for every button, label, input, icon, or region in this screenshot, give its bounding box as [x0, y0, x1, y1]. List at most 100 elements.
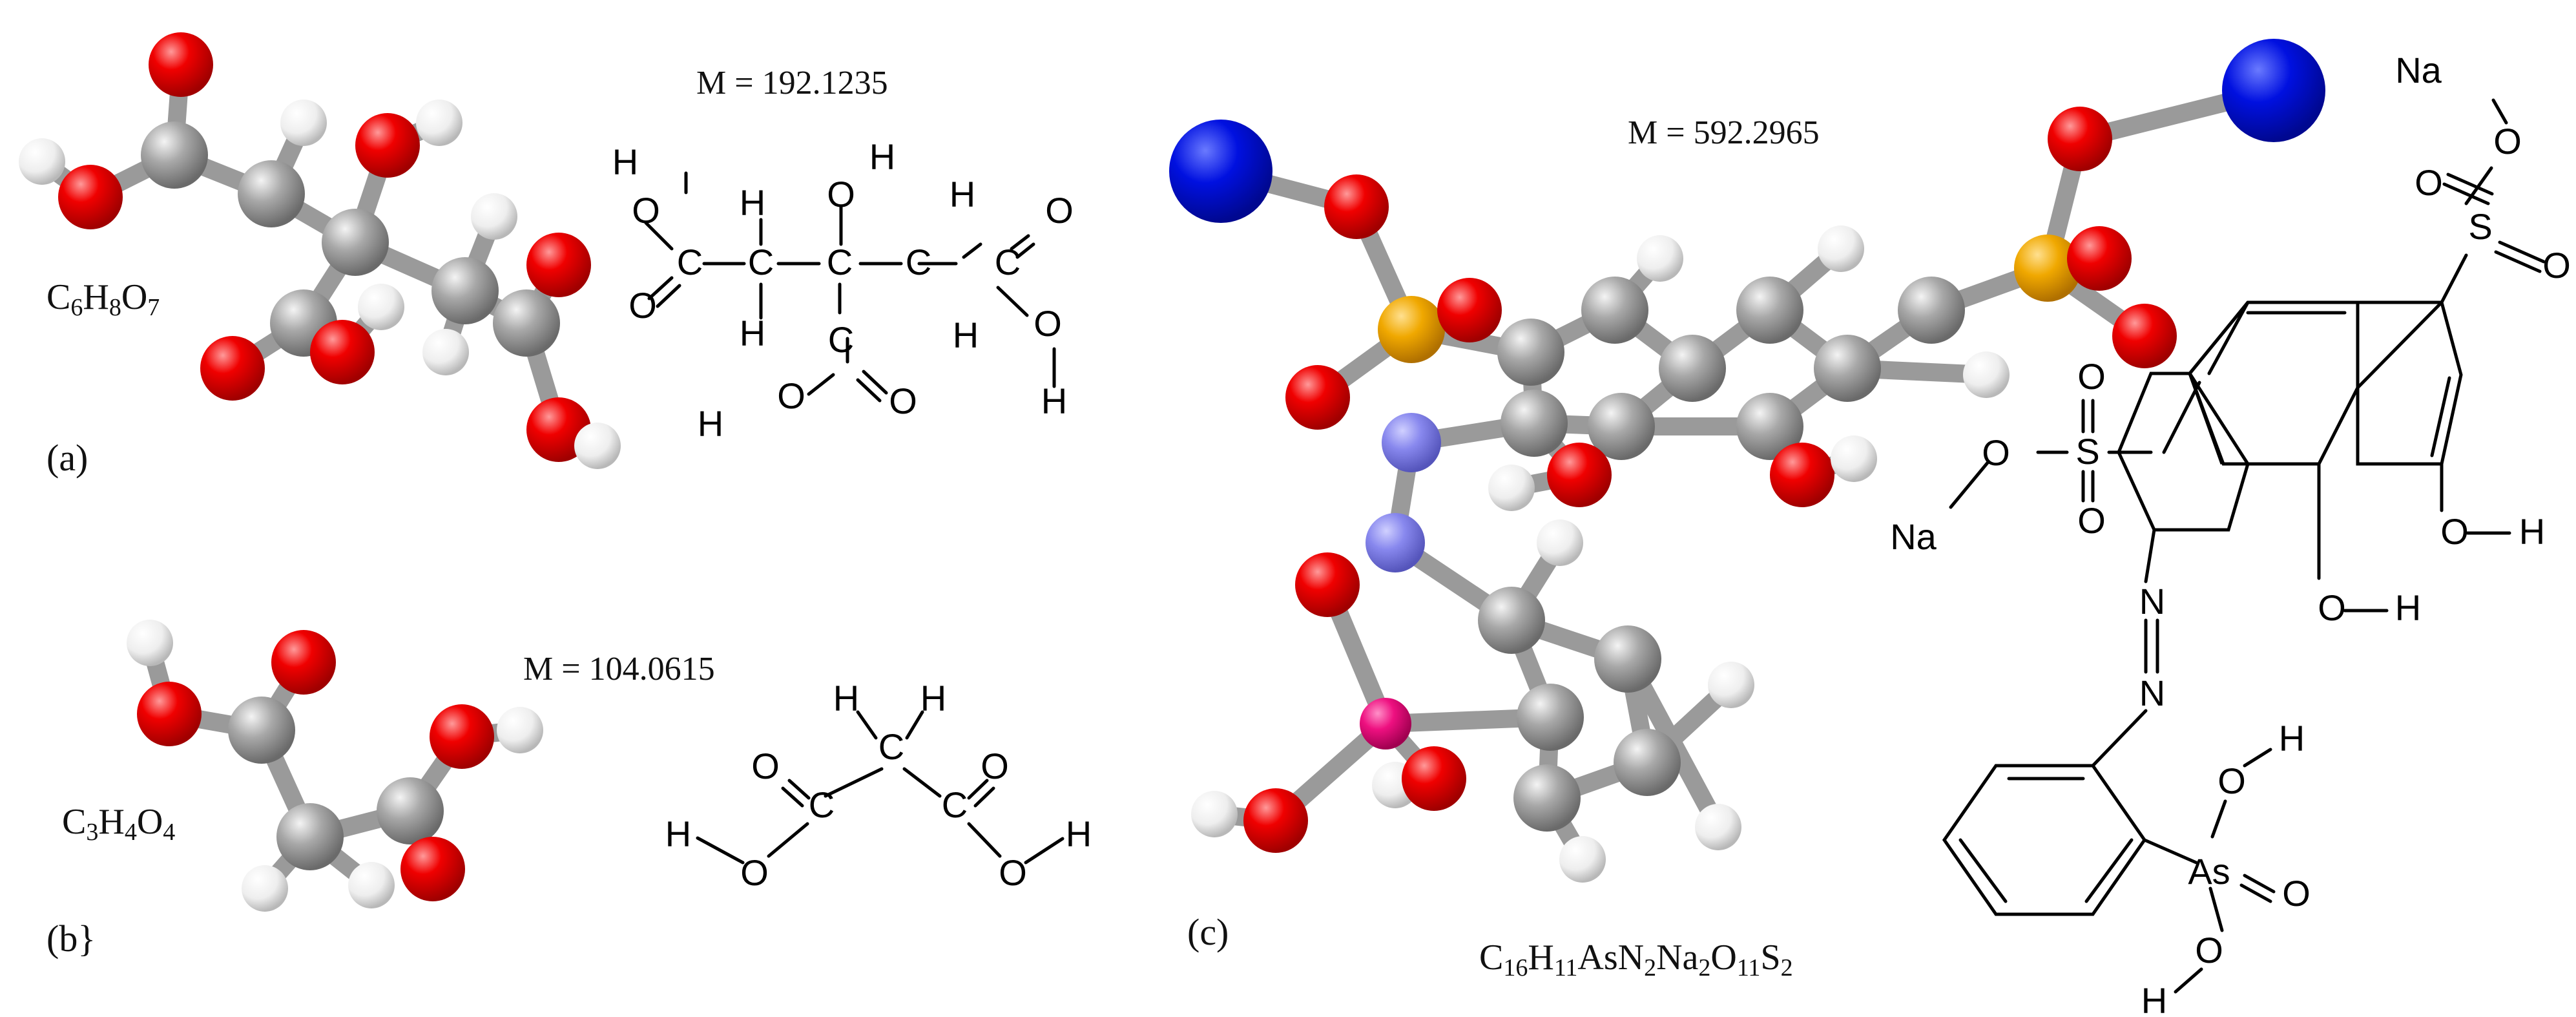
formula-element: S [1760, 938, 1780, 978]
atom-o [2067, 226, 2132, 291]
atom-label-o: O [628, 285, 657, 326]
atom-o [1324, 174, 1389, 239]
atom-label-as: As [2188, 851, 2230, 892]
atom-o [1402, 746, 1466, 811]
atom-label-o: O [751, 746, 780, 786]
atom-o [2048, 107, 2112, 171]
atom-label-o: O [2440, 511, 2469, 552]
atom-label-h: H [665, 813, 691, 854]
atom-c [1614, 729, 1681, 796]
molar-mass-b: M = 104.0615 [523, 651, 715, 687]
atom-c [141, 121, 208, 189]
formula-element: C [1479, 938, 1503, 978]
structural-formula-citric-acid [644, 171, 1056, 403]
atom-label-h: H [2519, 511, 2545, 552]
atom-o [430, 704, 494, 769]
formula-subscript: 3 [86, 819, 98, 846]
formula-subscript: 2 [1698, 954, 1710, 981]
atom-label-h: H [953, 315, 979, 355]
molar-mass-c: M = 592.2965 [1628, 114, 1820, 151]
atom-label-o: O [2493, 121, 2522, 162]
panel-label-b: (b} [47, 917, 96, 959]
atom-label-h: H [1041, 381, 1067, 421]
atom-label-c: C [942, 784, 968, 825]
atom-c [1898, 277, 1965, 344]
atom-label-o: O [2077, 500, 2106, 541]
formula-subscript: 11 [1554, 954, 1578, 981]
atom-label-s: S [2075, 431, 2099, 472]
formula-subscript: 4 [125, 819, 137, 846]
atom-s [2014, 235, 2081, 302]
atom-h [19, 138, 65, 185]
atom-o [58, 165, 123, 229]
atom-na [1169, 120, 1272, 223]
atom-c [322, 209, 389, 276]
atom-h [1963, 351, 2010, 398]
formula-subscript: 2 [1644, 954, 1656, 981]
atom-o [1547, 443, 1612, 507]
atom-label-n: N [2139, 581, 2165, 622]
atom-label-c: C [748, 242, 774, 282]
atom-label-h: H [2395, 587, 2421, 628]
atom-h [1637, 235, 1683, 282]
atom-h [1537, 519, 1583, 566]
atom-label-o: O [2318, 587, 2346, 628]
formula-subscript: 8 [109, 294, 121, 321]
atom-o [1295, 552, 1360, 617]
atom-label-o: O [2282, 873, 2311, 914]
formula-element: O [1710, 938, 1736, 978]
ball-stick-model-malonic-acid [127, 620, 543, 912]
atom-h [242, 865, 288, 912]
atom-label-c: C [809, 784, 835, 825]
atom-o [137, 682, 202, 746]
atom-label-c: C [828, 319, 854, 360]
atom-c [1513, 764, 1581, 832]
atom-label-o: O [777, 375, 805, 416]
atom-label-c: C [827, 242, 853, 282]
atom-h [1708, 662, 1754, 708]
molar-mass-a: M = 192.1235 [696, 65, 888, 101]
atom-o [2112, 304, 2177, 368]
formula-element: C [47, 277, 70, 317]
atom-label-h: H [950, 174, 975, 215]
atom-c [238, 160, 305, 227]
atom-na [2222, 39, 2325, 142]
atom-label-h: H [833, 678, 859, 718]
atom-o [200, 336, 265, 401]
atom-c [1736, 393, 1803, 460]
formula-subscript: 6 [70, 294, 83, 321]
atom-label-h: H [698, 403, 723, 444]
formula-subscript: 16 [1503, 954, 1528, 981]
ball-stick-model-arsenazo [1169, 39, 2325, 883]
atom-h [358, 284, 404, 330]
atom-c [1501, 390, 1568, 457]
atom-h [1695, 804, 1741, 850]
atom-h [1559, 836, 1606, 883]
formula-element: H [98, 802, 124, 842]
atom-label-n: N [2139, 673, 2165, 713]
atom-h [471, 193, 517, 240]
atom-label-o: O [1982, 432, 2010, 473]
atom-c [1659, 335, 1726, 402]
atom-label-h: H [1066, 813, 1092, 854]
atom-label-h: H [740, 313, 765, 353]
atom-o [271, 630, 336, 695]
formula-element: H [1528, 938, 1553, 978]
formula-subscript: 2 [1781, 954, 1793, 981]
atom-label-c: C [995, 242, 1021, 282]
atom-label-o: O [2542, 245, 2571, 286]
atom-label-o: O [2415, 162, 2443, 203]
atom-label-o: O [889, 381, 917, 421]
atom-label-h: H [2141, 980, 2167, 1017]
atom-h [1488, 465, 1535, 511]
atom-label-o: O [2195, 930, 2223, 970]
atom-o [355, 113, 420, 178]
atom-c [1581, 277, 1648, 344]
formula-c: C16H11AsN2Na2O11S2 [1479, 938, 1793, 981]
formula-subscript: 4 [163, 819, 175, 846]
atom-label-c: C [677, 242, 703, 282]
atom-label-o: O [2218, 760, 2246, 801]
atom-label-o: O [827, 174, 855, 215]
atom-label-na: Na [2395, 50, 2442, 90]
